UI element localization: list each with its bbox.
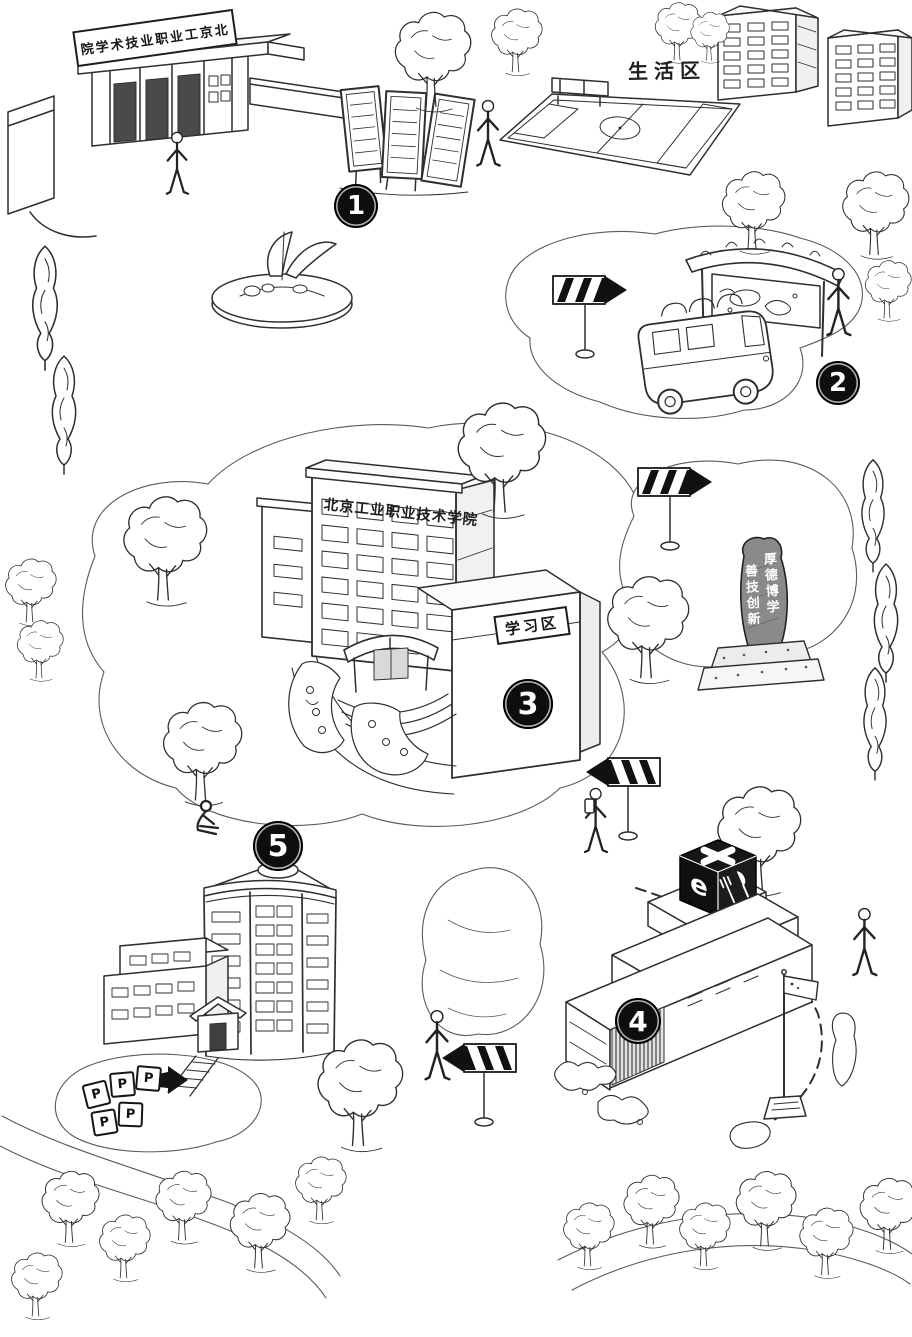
tree-icon xyxy=(735,1171,797,1251)
tree-icon xyxy=(623,1174,680,1249)
person-figure xyxy=(852,907,878,977)
tree-icon xyxy=(11,1252,63,1321)
marker-1[interactable]: 1 xyxy=(334,184,378,228)
tree-icon xyxy=(563,1202,615,1271)
living-zone-label: 生活区 xyxy=(627,58,707,84)
dormitory-building-a xyxy=(717,5,819,101)
person-figure xyxy=(476,99,501,167)
stone-path xyxy=(729,1121,771,1149)
parking-spot-p: P xyxy=(108,1070,137,1099)
tree-icon xyxy=(16,620,64,682)
marker-5[interactable]: 5 xyxy=(253,821,303,871)
tree-icon xyxy=(41,1170,100,1248)
dormitory-building-b xyxy=(827,29,912,127)
sculpture xyxy=(211,231,353,329)
backpack-icon xyxy=(584,798,595,814)
shuttle-bus xyxy=(637,293,774,415)
direction-sign-icon xyxy=(441,1043,517,1127)
kiosk xyxy=(167,996,247,1097)
bulletin-boards xyxy=(339,85,476,196)
flag-icon xyxy=(783,975,819,1001)
medical-cross-icon xyxy=(700,846,736,866)
person-figure xyxy=(165,131,190,195)
sitting-person-figure xyxy=(196,799,220,836)
tree-icon xyxy=(317,1039,404,1153)
restaurant-icon xyxy=(719,871,749,904)
tree-icon xyxy=(229,1193,291,1273)
flag-pole xyxy=(763,969,819,1120)
stone-path xyxy=(831,1012,857,1087)
campus-gate xyxy=(7,33,345,238)
main-building xyxy=(256,459,495,673)
parking-spot-p: P xyxy=(90,1108,119,1137)
marker-2[interactable]: 2 xyxy=(816,361,860,405)
tree-icon xyxy=(842,171,910,260)
tree-icon xyxy=(859,1177,912,1255)
marker-4[interactable]: 4 xyxy=(615,998,661,1044)
entrance-plaza xyxy=(288,634,457,795)
parking-spot-p: P xyxy=(134,1064,163,1093)
tree-icon xyxy=(679,1202,731,1271)
parking-spot-p: P xyxy=(117,1101,144,1128)
cypress-tree-icon xyxy=(863,667,887,781)
monument-stone xyxy=(697,536,825,691)
tree-icon xyxy=(864,260,912,322)
tree-icon xyxy=(607,576,690,685)
cypress-tree-icon xyxy=(31,245,59,371)
tree-icon xyxy=(295,1156,347,1225)
marker-3[interactable]: 3 xyxy=(503,679,553,729)
person-figure xyxy=(583,787,609,854)
tree-icon xyxy=(99,1214,151,1283)
study-zone-text: 学习区 xyxy=(504,613,561,639)
cypress-tree-icon xyxy=(861,459,885,573)
football-field xyxy=(499,77,741,176)
cypress-tree-icon xyxy=(51,355,77,475)
tree-icon xyxy=(155,1170,212,1245)
tree-icon xyxy=(799,1207,854,1279)
tree-icon xyxy=(491,8,543,77)
cypress-tree-icon xyxy=(873,563,899,683)
service-building xyxy=(554,839,857,1149)
tree-icon xyxy=(5,558,57,627)
